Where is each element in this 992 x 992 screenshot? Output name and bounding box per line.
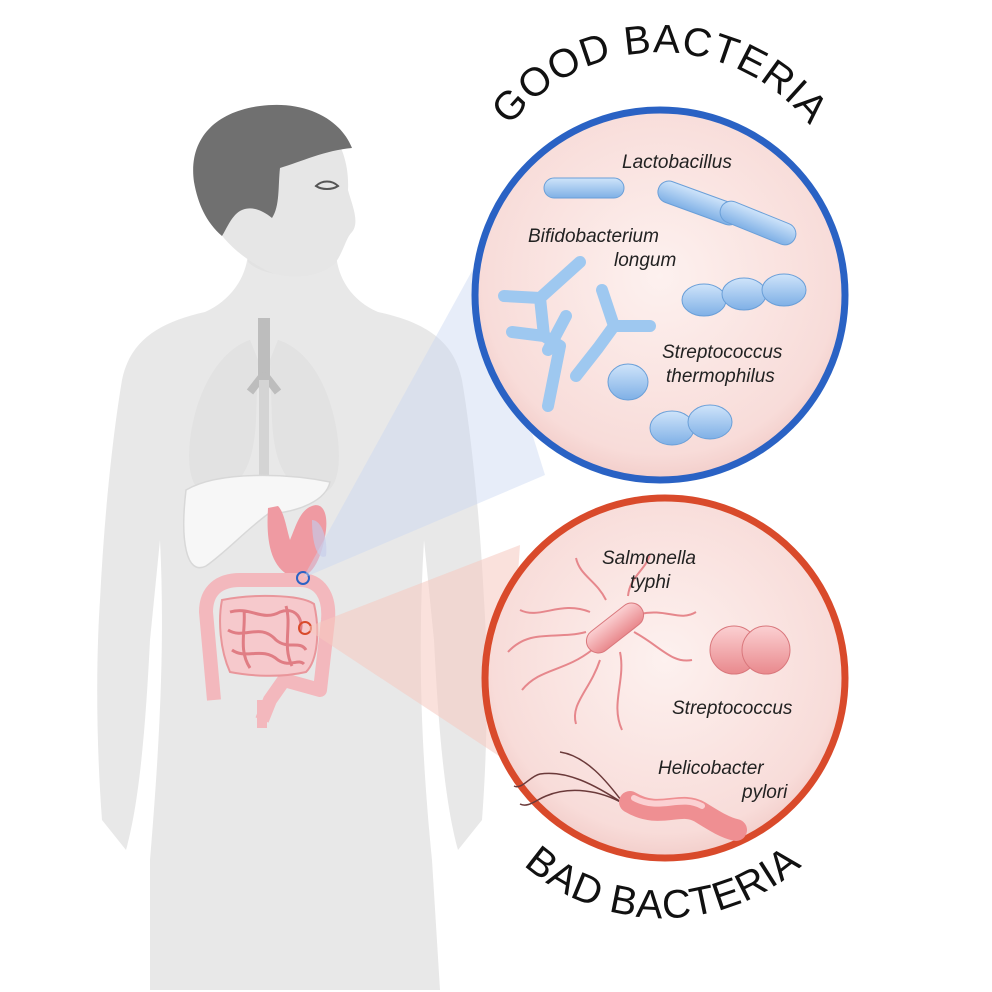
coccus-1 bbox=[681, 283, 727, 317]
bifidobacterium-label-line2: longum bbox=[614, 250, 676, 271]
helicobacter-label-line1: Helicobacter bbox=[658, 758, 764, 779]
bronchi bbox=[246, 371, 282, 395]
stomach bbox=[267, 505, 327, 578]
bad-zoom-beam bbox=[305, 545, 520, 760]
salmonella-label-line2: typhi bbox=[630, 572, 671, 593]
streptococcus-cells bbox=[709, 625, 791, 675]
strep-thermophilus-label-line2: thermophilus bbox=[666, 366, 775, 387]
stomach-highlight bbox=[312, 520, 327, 557]
good-bacteria-ring bbox=[471, 106, 849, 484]
helicobacter-cell bbox=[513, 751, 747, 841]
intestines bbox=[199, 571, 336, 728]
helicobacter-flagella bbox=[513, 751, 625, 806]
right-lung bbox=[270, 340, 339, 494]
human-figure bbox=[97, 104, 487, 990]
bad-bacteria-panel: BAD BACTERIA Salmonella typhi Strep bbox=[481, 494, 849, 928]
helicobacter-body bbox=[619, 791, 747, 841]
coccus-3 bbox=[761, 273, 807, 307]
bifidobacterium-cells bbox=[498, 256, 656, 412]
strep-thermophilus-cells bbox=[607, 273, 807, 446]
esophagus bbox=[259, 380, 269, 510]
lactobacillus-rod-1 bbox=[543, 177, 625, 199]
salmonella-label-line1: Salmonella bbox=[602, 548, 696, 569]
lactobacillus-rod-3 bbox=[719, 200, 797, 246]
lactobacillus-cells bbox=[543, 177, 797, 246]
salmonella-cell bbox=[507, 553, 697, 731]
coccus-4 bbox=[607, 363, 649, 401]
bifidobacterium-label-line1: Bifidobacterium bbox=[528, 226, 659, 247]
strep-coccus-2 bbox=[741, 625, 791, 675]
hair bbox=[193, 104, 352, 236]
coccus-2 bbox=[721, 277, 767, 311]
bad-bacteria-ring bbox=[481, 494, 849, 862]
trachea bbox=[258, 318, 270, 378]
salmonella-flagella bbox=[507, 553, 697, 731]
bifido-branch-3 bbox=[542, 310, 572, 356]
left-lung bbox=[189, 340, 258, 494]
salmonella-body bbox=[585, 602, 645, 654]
helicobacter-label-line2: pylori bbox=[741, 782, 788, 803]
eye-icon bbox=[314, 180, 340, 190]
coccus-6 bbox=[687, 404, 733, 440]
coccus-5 bbox=[649, 410, 695, 446]
strep-thermophilus-label-line1: Streptococcus bbox=[662, 342, 783, 363]
streptococcus-label: Streptococcus bbox=[672, 698, 793, 719]
good-bacteria-panel: GOOD BACTERIA Lactobacillus Bifidobacter… bbox=[471, 17, 849, 484]
lactobacillus-label: Lactobacillus bbox=[622, 152, 732, 173]
intestine-folds bbox=[227, 605, 308, 669]
helicobacter-highlight bbox=[631, 795, 705, 809]
bifido-branch-2 bbox=[570, 284, 656, 382]
stomach-zoom-marker bbox=[296, 571, 310, 585]
